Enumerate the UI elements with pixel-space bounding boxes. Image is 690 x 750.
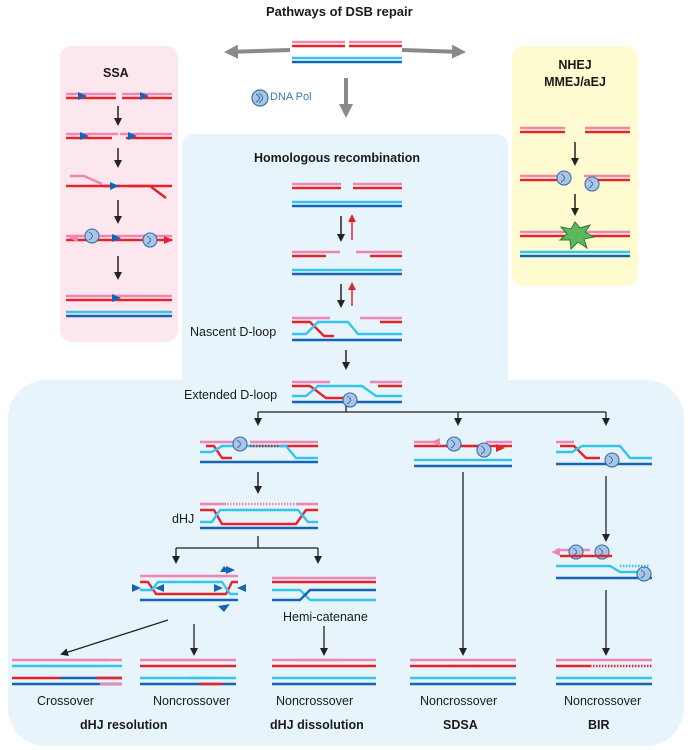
diagram-title: Pathways of DSB repair [266, 4, 413, 19]
repeat-marker-icon [164, 236, 173, 244]
nhej-panel [512, 46, 638, 286]
polymerase-detail [88, 231, 93, 241]
ssa-label: SSA [103, 66, 129, 80]
dna-polymerase-icon [251, 89, 269, 107]
outcome-crossover: Crossover [37, 694, 94, 708]
repeat-marker-icon [112, 234, 121, 242]
repeat-marker-icon [112, 294, 121, 302]
dna-strand [200, 508, 318, 526]
polymerase-detail [146, 235, 151, 245]
resolvase-arrowhead-icon [220, 566, 230, 572]
resolvase-arrowhead-icon [218, 604, 230, 612]
outcome-noncrossover-sdsa: Noncrossover [420, 694, 498, 708]
outcome-noncrossover-bir: Noncrossover [564, 694, 642, 708]
polymerase-detail [236, 439, 241, 449]
polymerase-detail [608, 455, 613, 465]
repeat-marker-icon [140, 92, 149, 100]
pathway-bir: BIR [588, 718, 610, 732]
polymerase-detail [588, 179, 593, 189]
outcome-noncrossover-dissolution: Noncrossover [276, 694, 354, 708]
repeat-marker-icon [128, 132, 137, 140]
repeat-marker-icon [551, 548, 560, 556]
repeat-marker-icon [110, 182, 119, 190]
dna-strand [556, 444, 652, 460]
repeat-marker-icon [80, 132, 89, 140]
dna-strand [292, 384, 350, 400]
repeat-marker-icon [155, 584, 164, 592]
hr-panel-upper [182, 134, 508, 396]
dna-strand [292, 384, 402, 398]
repeat-marker-icon [69, 234, 78, 242]
dna-strand [140, 580, 238, 596]
dna-strand [70, 174, 103, 186]
dna-strand [200, 508, 318, 524]
ligation-star-icon [558, 221, 596, 251]
branch-line [176, 536, 318, 549]
dhj-label: dHJ [172, 512, 195, 526]
dna-pol-label: DNA Pol [270, 91, 312, 103]
extended-dloop-label: Extended D-loop [184, 388, 278, 402]
pathway-dhj-dissolution: dHJ dissolution [270, 718, 364, 732]
polymerase-detail [346, 395, 351, 405]
dna-strand [292, 320, 334, 338]
polymerase-detail [560, 173, 565, 183]
dna-strand [272, 588, 376, 602]
repeat-marker-icon [78, 92, 87, 100]
repeat-marker-icon [496, 444, 505, 452]
polymerase-detail [480, 445, 485, 455]
hr-panel-lower [8, 380, 684, 746]
dna-strand [206, 444, 232, 460]
dna-strand [140, 580, 238, 596]
outcome-noncrossover-resolution: Noncrossover [153, 694, 231, 708]
repeat-marker-icon [237, 584, 246, 592]
hemi-catenane-label: Hemi-catenane [283, 610, 368, 624]
flow-arrow [60, 619, 169, 656]
dna-artwork [12, 40, 652, 686]
dna-pol-legend: DNA Pol [250, 88, 312, 113]
ssa-panel [60, 46, 178, 342]
dna-strand [556, 564, 650, 574]
polymerase-detail [450, 439, 455, 449]
repeat-marker-icon [214, 584, 223, 592]
dna-strand [292, 320, 402, 336]
repeat-marker-icon [132, 584, 141, 592]
hr-label: Homologous recombination [254, 151, 420, 165]
dna-strand [128, 184, 167, 199]
pathway-sdsa: SDSA [443, 718, 478, 732]
nascent-dloop-label: Nascent D-loop [190, 325, 277, 339]
nhej-label: NHEJ [558, 58, 592, 72]
pathway-dhj-resolution: dHJ resolution [80, 718, 168, 732]
arrow-to-ssa [224, 44, 291, 59]
dna-strand [560, 444, 600, 460]
arrow-to-nhej [401, 44, 466, 59]
polymerase-detail [640, 569, 645, 579]
mmej-label: MMEJ/aEJ [544, 75, 606, 89]
repeat-marker-icon [431, 438, 440, 446]
